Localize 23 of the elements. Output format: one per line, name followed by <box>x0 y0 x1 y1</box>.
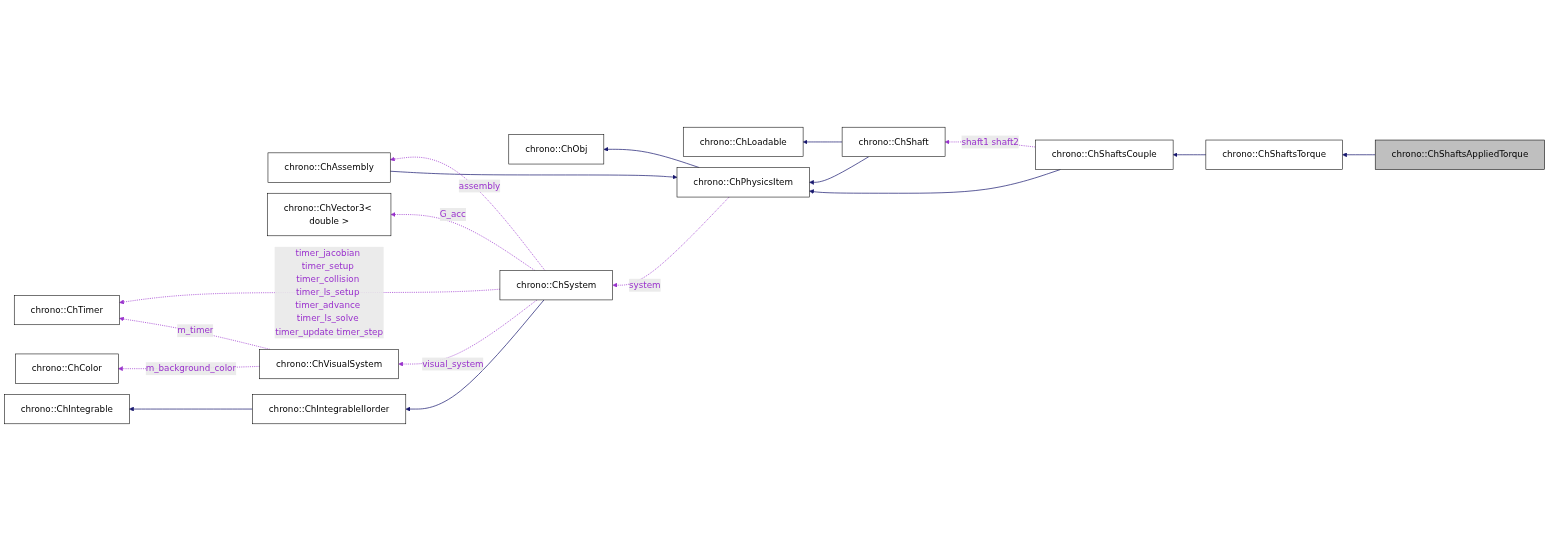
node-box: chrono::ChShaftsTorque <box>1205 139 1343 170</box>
node-box: chrono::ChAssembly <box>267 152 391 183</box>
node-box: chrono::ChIntegrable <box>4 394 130 425</box>
node-box: chrono::ChColor <box>15 353 119 384</box>
node-box: chrono::ChVector3< double > <box>267 192 392 237</box>
edge-label: system <box>629 279 661 291</box>
edge-label: G_acc <box>439 209 466 220</box>
node-box: chrono::ChPhysicsItem <box>676 167 810 198</box>
node-box: chrono::ChLoadable <box>683 126 804 157</box>
edge-label: timer_jacobian timer_setup timer_collision timer_ls_setup timer_advance timer_ls_solve timer_update timer_step <box>275 247 384 337</box>
edge-label: visual_system <box>422 358 484 369</box>
node-box: chrono::ChTimer <box>13 295 120 326</box>
node-box: chrono::ChShaft <box>841 126 946 157</box>
edge-label: shaft1 shaft2 <box>961 136 1019 147</box>
edge-label: m_timer <box>177 325 214 336</box>
node-box: chrono::ChObj <box>508 134 605 165</box>
node-box: chrono::ChShaftsAppliedTorque <box>1374 139 1545 170</box>
node-box: chrono::ChIntegrableIIorder <box>252 394 407 425</box>
edge-label: assembly <box>458 180 501 191</box>
node-box: chrono::ChSystem <box>499 270 613 301</box>
node-box: chrono::ChVisualSystem <box>259 349 399 380</box>
node-box: chrono::ChShaftsCouple <box>1035 139 1174 170</box>
edge-label: m_background_color <box>145 363 237 374</box>
